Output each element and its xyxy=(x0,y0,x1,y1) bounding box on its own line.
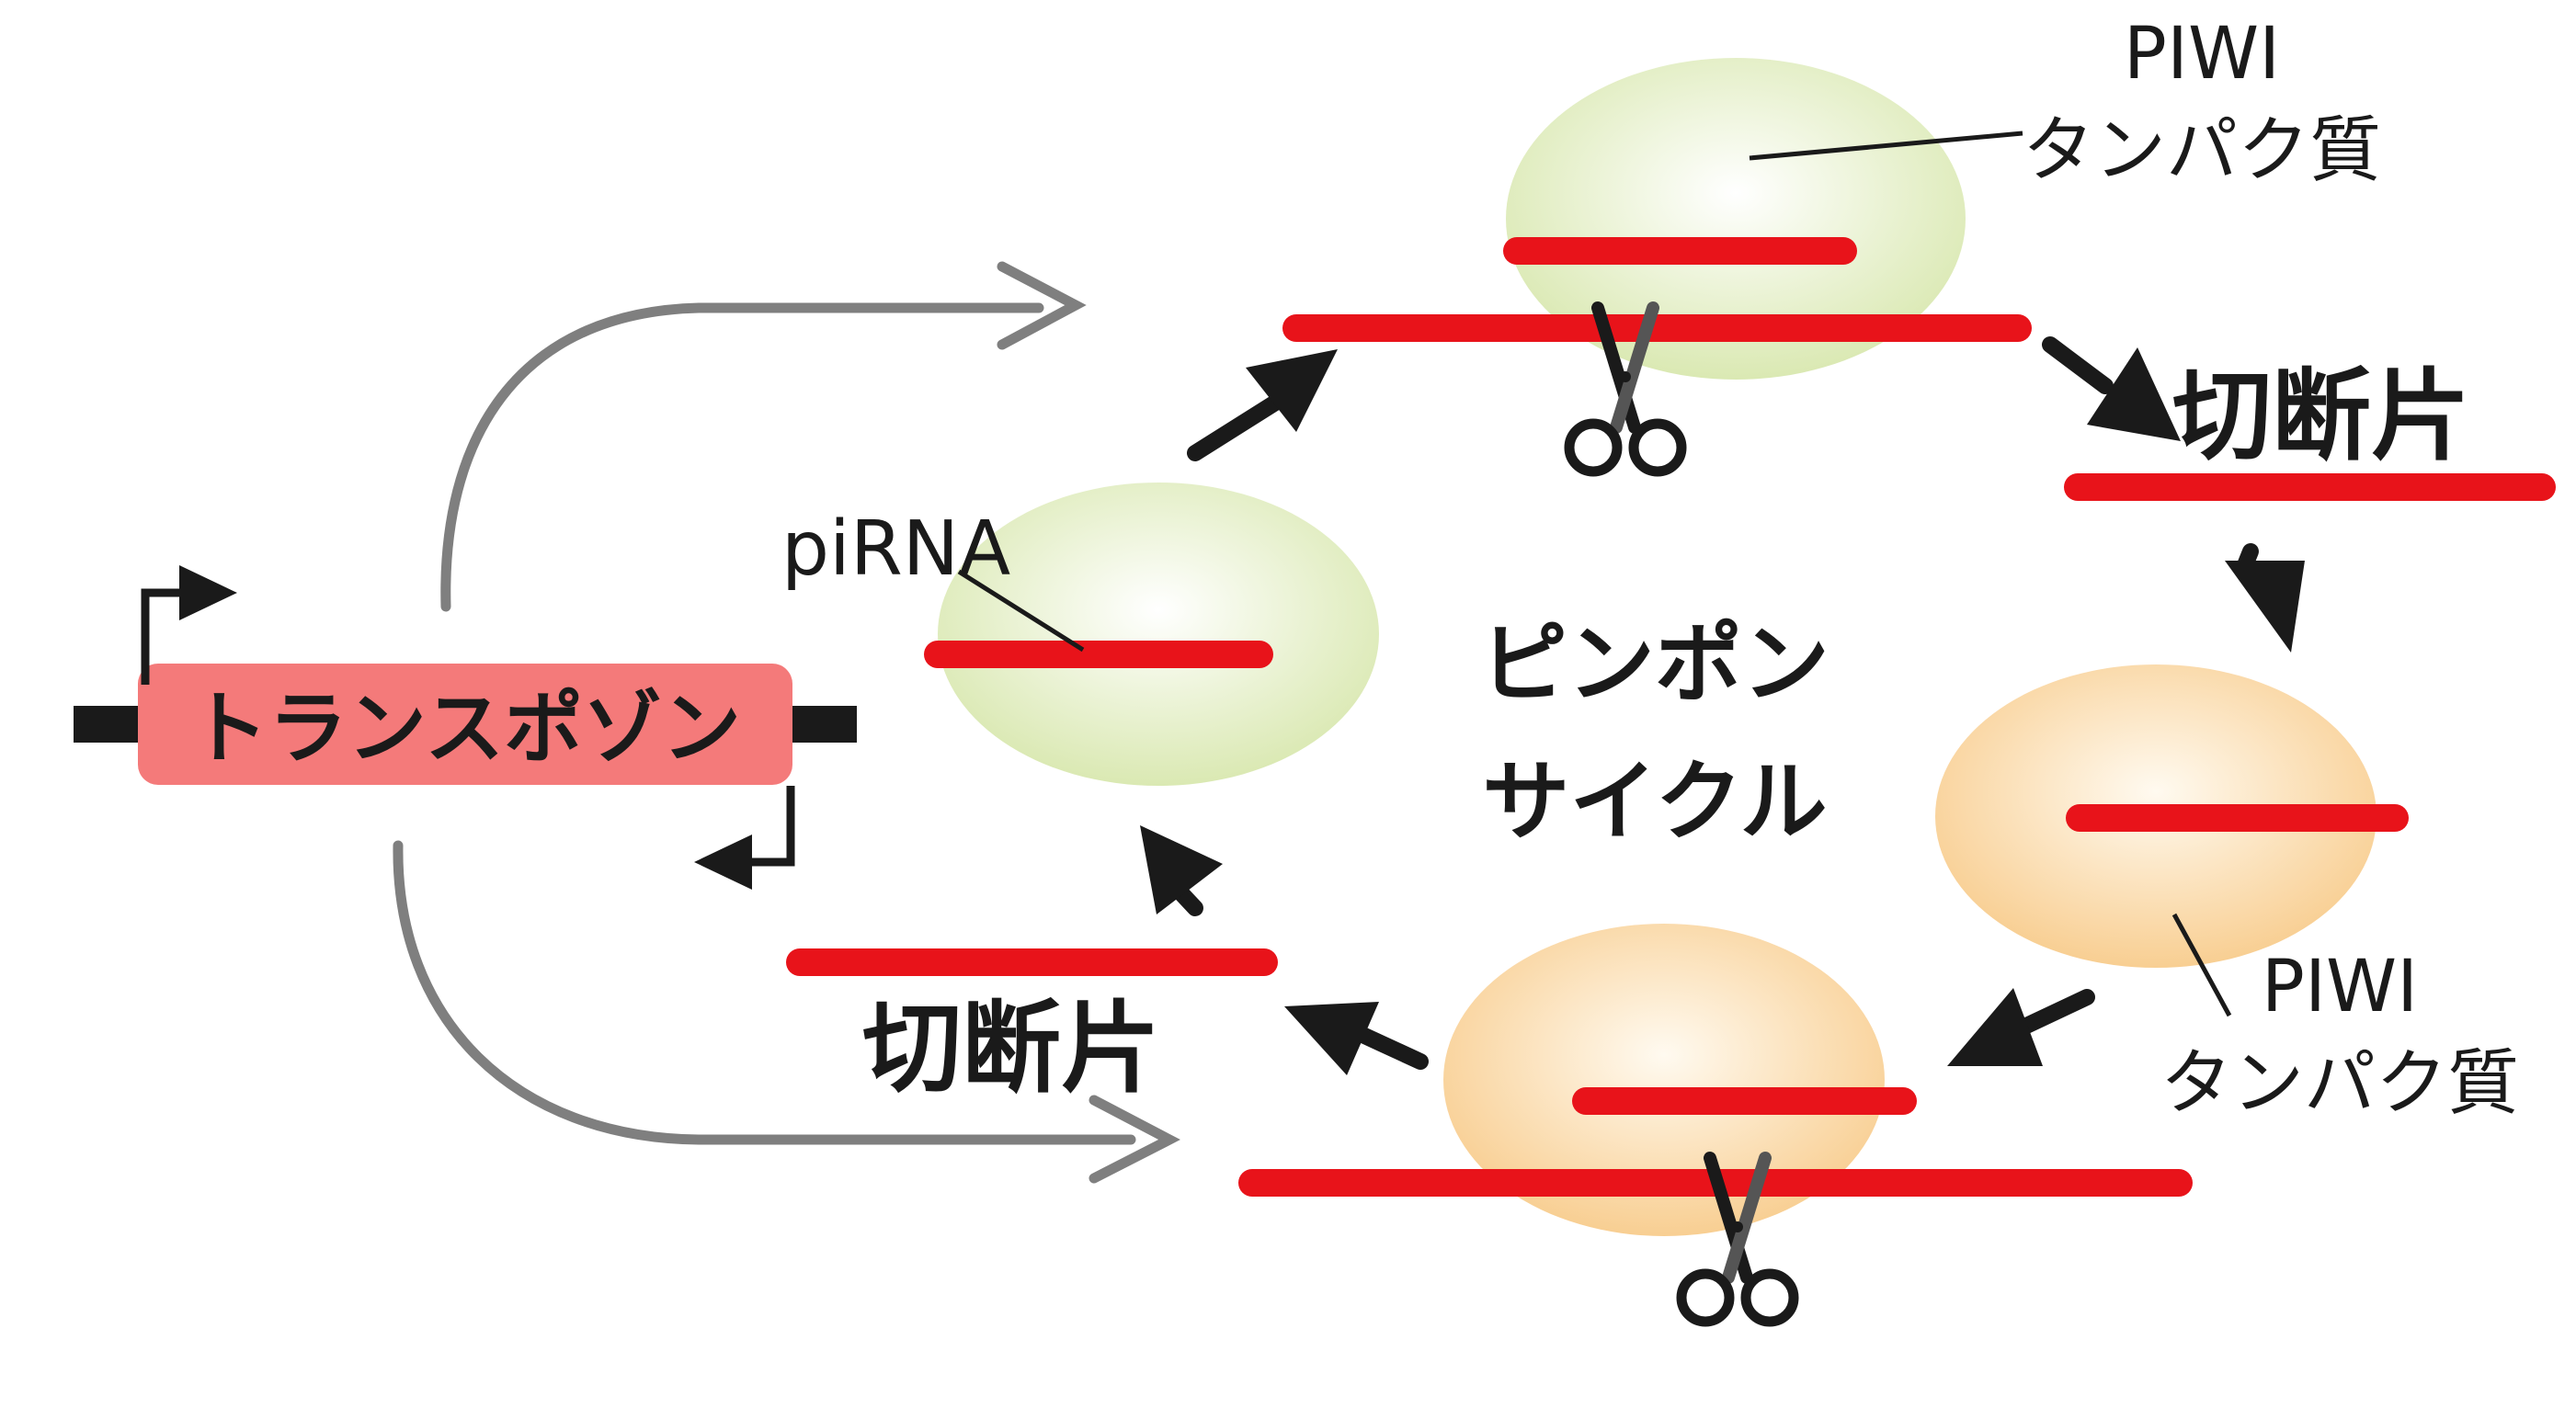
piwi-right-leader xyxy=(2171,913,2232,1017)
piwi-protein-green-left xyxy=(938,483,1379,786)
piwi-top-label-line2: タンパク質 xyxy=(2023,109,2381,192)
promoter-arrow-reverse-icon xyxy=(694,786,795,890)
cycle-arrow-up xyxy=(1140,825,1223,916)
piwi-right-label-line1: PIWI xyxy=(2262,946,2418,1028)
cycle-title-line2: サイクル xyxy=(1482,752,1827,853)
cycle-arrow-down-right xyxy=(2042,336,2181,441)
pirna-label: piRNA xyxy=(781,505,1010,593)
piwi-top-leader xyxy=(1749,131,2023,161)
piwi-protein-green-top xyxy=(1506,58,1966,380)
flank-right xyxy=(783,706,857,743)
transposon-box xyxy=(138,664,792,785)
cycle-arrow-down-left xyxy=(1947,988,2095,1066)
flank-left xyxy=(74,706,147,743)
transposon-label: トランスポゾン xyxy=(189,683,741,775)
promoter-arrow-icon xyxy=(141,565,237,685)
fragment-label-bottom: 切断片 xyxy=(862,992,1160,1107)
cycle-arrow-down xyxy=(2225,543,2305,653)
cycle-arrow-up-right xyxy=(1187,349,1338,461)
gray-arrow-bottom xyxy=(393,840,1180,1184)
cycle-title-line1: ピンポン xyxy=(1480,614,1829,715)
pirna-leader xyxy=(957,569,1085,653)
piwi-right-label-line2: タンパク質 xyxy=(2160,1042,2519,1125)
piwi-protein-orange-bottom xyxy=(1443,924,1885,1236)
gray-arrow-top xyxy=(440,261,1087,612)
piwi-top-label-line1: PIWI xyxy=(2124,13,2280,96)
fragment-label-top: 切断片 xyxy=(2172,359,2470,474)
cycle-arrow-left xyxy=(1284,1002,1429,1075)
transposon-gene: トランスポゾン xyxy=(74,664,857,785)
